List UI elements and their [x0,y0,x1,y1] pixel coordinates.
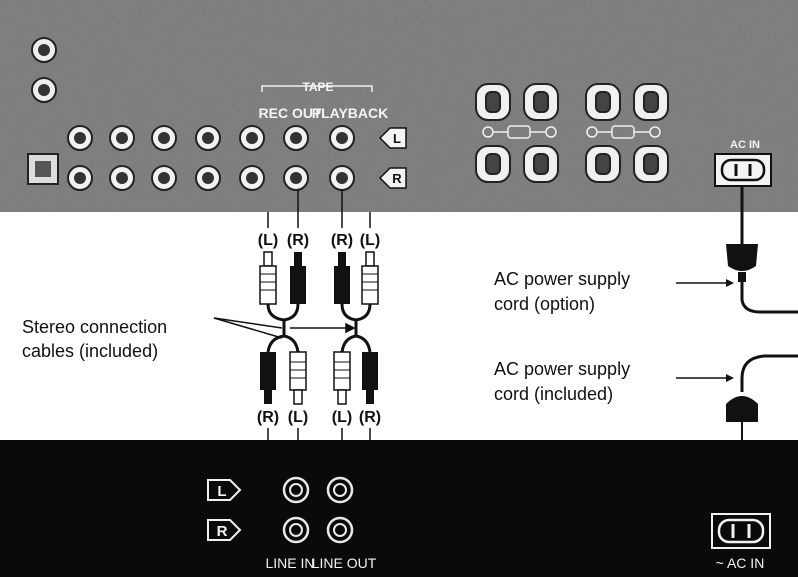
ac-in-socket-bottom [711,513,771,549]
playback-jack-left [329,125,355,151]
cable-label-bottom-2: (L) [288,409,308,426]
jack-leader-lines [267,190,371,228]
bottom-left-badge-text: L [217,483,226,500]
line-out-jacks [326,476,354,544]
cable-label-bottom-1: (R) [257,409,279,426]
ac-in-socket-top [714,153,772,187]
tape-bracket [261,85,373,92]
ac-cord-included [726,354,798,440]
cable-label-top-3: (R) [331,232,353,249]
bottom-leader-lines [267,428,371,440]
rca-jack-row-bottom [67,165,355,191]
tape-deck-rear-panel: L R LINE IN LINE OUT ~ AC IN [0,440,798,577]
stereo-cable-left [259,251,307,405]
ac-in-label-top: AC IN [730,139,760,151]
bottom-panel-background [0,440,798,577]
rec-out-label: REC OUT [259,105,322,121]
ac-in-label-bottom: ~ AC IN [716,555,765,571]
ac-cord-option [726,186,798,314]
optical-input [27,153,59,185]
cable-label-top-2: (R) [287,232,309,249]
rec-out-jack-left [283,125,309,151]
playback-label: PLAYBACK [312,105,389,121]
rec-out-jack-right [283,165,309,191]
line-in-jacks [282,476,310,544]
antenna-jack [31,37,57,103]
tape-label: TAPE [302,80,333,94]
speaker-terminals [475,83,669,183]
left-channel-badge: L [378,127,407,149]
right-badge-text: R [392,171,402,186]
amplifier-rear-panel: TAPE REC OUT PLAYBACK L R [0,0,798,212]
ac-cord-option-arrow [726,279,734,287]
ac-cord-option-caption-line2: cord (option) [494,294,595,314]
rca-jack-row-top [67,125,355,151]
cable-label-bottom-3: (L) [332,409,352,426]
cable-label-bottom-4: (R) [359,409,381,426]
bottom-left-badge: L [207,479,242,501]
stereo-cable-right [333,251,379,405]
playback-jack-right [329,165,355,191]
ac-cord-included-caption-line2: cord (included) [494,384,613,404]
bottom-right-badge-text: R [217,523,228,540]
cable-label-top-4: (L) [360,232,380,249]
cable-label-top-1: (L) [258,232,278,249]
line-in-label: LINE IN [265,555,314,571]
left-badge-text: L [393,131,401,146]
line-out-label: LINE OUT [312,555,377,571]
right-channel-badge: R [378,167,407,189]
ac-cord-included-caption-line1: AC power supply [494,359,630,379]
stereo-cables-caption-line2: cables (included) [22,341,158,361]
ac-cord-option-caption-line1: AC power supply [494,269,630,289]
bottom-right-badge: R [207,519,242,541]
stereo-cables-leader [213,317,356,339]
stereo-cables-caption-line1: Stereo connection [22,317,167,337]
ac-cord-included-arrow [726,374,734,382]
